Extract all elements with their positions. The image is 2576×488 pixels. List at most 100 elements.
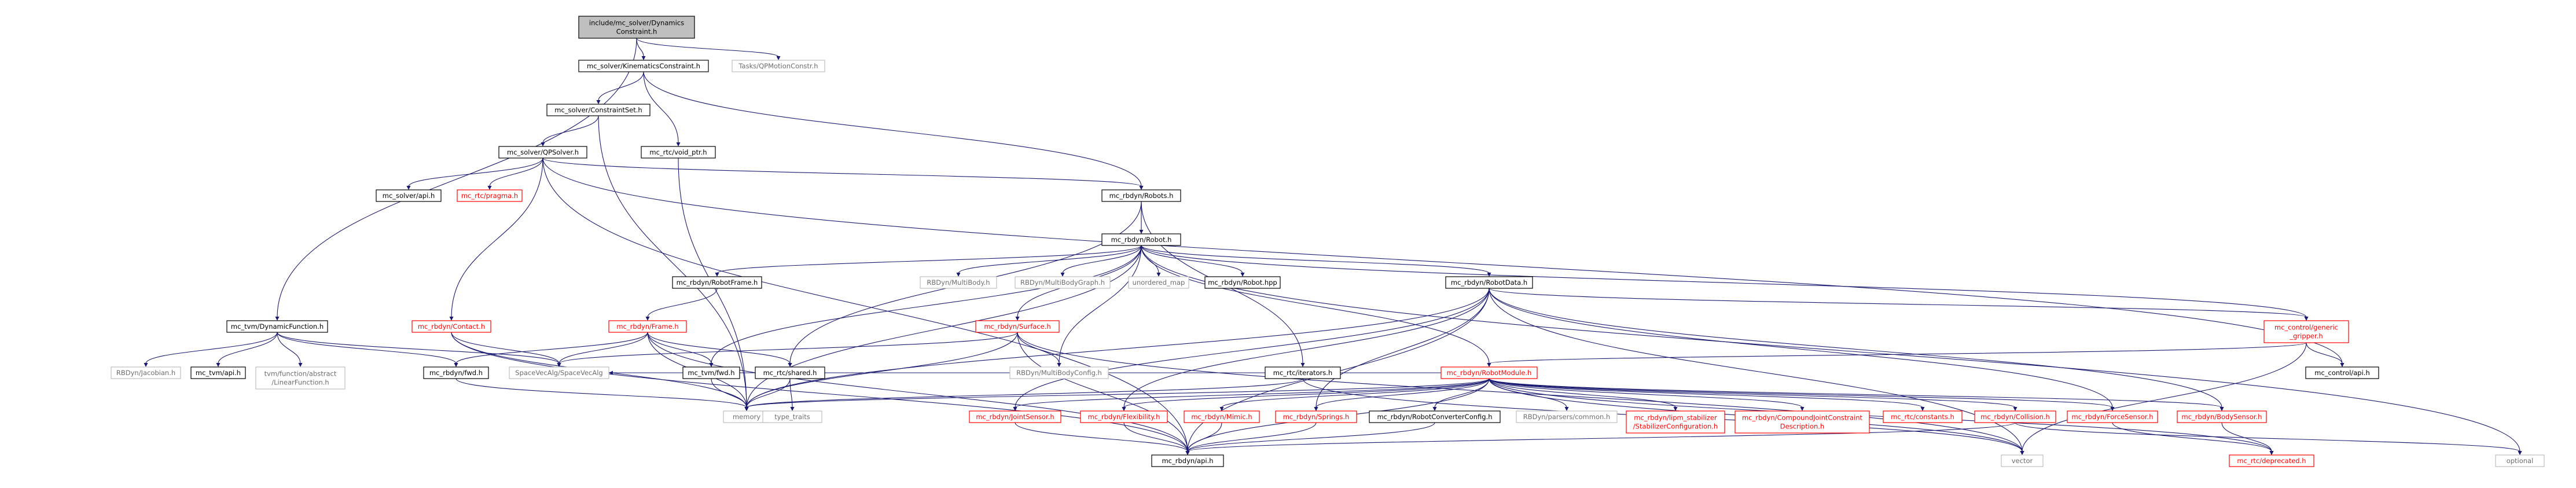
edge-dynfunc-to-rbdfwd [277, 332, 457, 364]
edge-jointsensor-to-rbdapi [1015, 422, 1188, 452]
node-box-gripper [2263, 320, 2349, 343]
arrowhead-robotmodule-to-lipm [1673, 407, 1678, 411]
node-forcesensor[interactable]: mc_rbdyn/ForceSensor.h [2067, 410, 2158, 423]
node-robot[interactable]: mc_rbdyn/Robot.h [1101, 233, 1181, 246]
node-cset[interactable]: mc_solver/ConstraintSet.h [546, 104, 651, 116]
arrowhead-cset-to-qps [541, 142, 545, 146]
node-box-robotmodule [1440, 366, 1538, 379]
node-label-cset-0: mc_solver/ConstraintSet.h [554, 106, 642, 114]
edge-kin-to-robots [643, 71, 1142, 187]
node-constants[interactable]: mc_rtc/constants.h [1883, 410, 1963, 423]
edge-shared-to-memory [746, 378, 791, 408]
node-mbgraph: RBDyn/MultiBodyGraph.h [1015, 276, 1111, 289]
edges-layer [144, 38, 2522, 455]
node-springs[interactable]: mc_rbdyn/Springs.h [1275, 410, 1357, 423]
node-box-tvmapi [190, 366, 246, 379]
arrowhead-robotframe-to-frame [645, 317, 650, 321]
arrowhead-root-to-dynfunc [275, 317, 280, 321]
edge-robot-to-multibody [958, 245, 1142, 274]
node-label-mimic-0: mc_rbdyn/Mimic.h [1191, 413, 1252, 421]
node-tvmapi[interactable]: mc_tvm/api.h [190, 366, 246, 379]
node-linfunc: tvm/function/abstract/LinearFunction.h [255, 366, 346, 390]
arrowhead-robotmodule-to-sva [609, 370, 613, 375]
node-box-surface [975, 320, 1060, 333]
arrowhead-robot-to-robothpp [1240, 273, 1245, 277]
node-solverapi[interactable]: mc_solver/api.h [376, 189, 442, 202]
node-label-robot-0: mc_rbdyn/Robot.h [1111, 236, 1172, 244]
node-robotmodule[interactable]: mc_rbdyn/RobotModule.h [1440, 366, 1538, 379]
node-compound[interactable]: mc_rbdyn/CompoundJointConstraintDescript… [1735, 410, 1870, 434]
node-mimic[interactable]: mc_rbdyn/Mimic.h [1184, 410, 1260, 423]
node-bodysensor[interactable]: mc_rbdyn/BodySensor.h [2177, 410, 2267, 423]
arrowhead-shared-to-typetraits [790, 407, 795, 411]
arrowhead-robotmodule-to-mimic [1219, 407, 1224, 411]
arrowhead-qps-to-solverapi [406, 186, 411, 190]
edge-tvmfwd-to-memory [711, 378, 747, 408]
node-contact[interactable]: mc_rbdyn/Contact.h [411, 320, 491, 333]
node-pragma[interactable]: mc_rtc/pragma.h [457, 189, 523, 202]
arrowhead-robotdata-to-gripper [2304, 317, 2309, 321]
node-label-pragma-0: mc_rtc/pragma.h [461, 192, 518, 200]
node-rbdapi[interactable]: mc_rbdyn/api.h [1151, 454, 1224, 467]
node-box-frame [608, 320, 687, 333]
node-box-dynfunc [226, 320, 328, 333]
node-label-jointsensor-0: mc_rbdyn/JointSensor.h [976, 413, 1054, 421]
node-qps[interactable]: mc_solver/QPSolver.h [498, 146, 587, 159]
node-label-root-0: include/mc_solver/Dynamics [589, 19, 684, 27]
node-label-optional-0: optional [2507, 457, 2534, 465]
edge-dynfunc-to-rbjac [145, 332, 278, 364]
node-label-lipm-1: /StabilizerConfiguration.h [1633, 423, 1718, 431]
node-robotdata[interactable]: mc_rbdyn/RobotData.h [1445, 276, 1533, 289]
node-rconv[interactable]: mc_rbdyn/RobotConverterConfig.h [1369, 410, 1501, 423]
node-shared[interactable]: mc_rtc/shared.h [755, 366, 825, 379]
arrowhead-robot-to-robotframe [715, 273, 719, 277]
node-label-collision-0: mc_rbdyn/Collision.h [1980, 413, 2050, 421]
node-robots[interactable]: mc_rbdyn/Robots.h [1101, 189, 1181, 202]
edge-qps-to-solverapi [408, 157, 543, 187]
node-jointsensor[interactable]: mc_rbdyn/JointSensor.h [969, 410, 1061, 423]
node-surface[interactable]: mc_rbdyn/Surface.h [975, 320, 1060, 333]
node-voidptr[interactable]: mc_rtc/void_ptr.h [641, 146, 716, 159]
node-box-sva [509, 366, 609, 379]
node-label-typetraits-0: type_traits [774, 413, 810, 421]
edge-collision-to-rbdapi [1187, 422, 2016, 452]
node-kin[interactable]: mc_solver/KinematicsConstraint.h [578, 60, 709, 72]
node-collision[interactable]: mc_rbdyn/Collision.h [1974, 410, 2056, 423]
node-rbjac: RBDyn/Jacobian.h [111, 366, 181, 379]
node-gripper[interactable]: mc_control/generic_gripper.h [2263, 320, 2349, 343]
arrowhead-robot-to-surface [1015, 317, 1020, 321]
node-label-gripper-0: mc_control/generic [2274, 324, 2338, 332]
arrowhead-frame-to-shared [788, 363, 792, 367]
edge-robotframe-to-frame [647, 288, 718, 318]
node-robothpp[interactable]: mc_rbdyn/Robot.hpp [1204, 276, 1281, 289]
node-dynfunc[interactable]: mc_tvm/DynamicFunction.h [226, 320, 328, 333]
edge-root-to-dynfunc [277, 38, 637, 318]
node-label-deprecated-0: mc_rtc/deprecated.h [2237, 457, 2306, 465]
node-label-linfunc-0: tvm/function/abstract [264, 370, 337, 378]
node-label-gripper-1: _gripper.h [2289, 332, 2323, 340]
node-iterators[interactable]: mc_rtc/iterators.h [1265, 366, 1341, 379]
node-box-multibody [920, 276, 997, 289]
edge-robotmodule-to-lipm [1489, 378, 1676, 408]
edge-surface-to-sva [558, 332, 1018, 364]
node-label-multibody-0: RBDyn/MultiBody.h [927, 278, 990, 287]
node-box-deprecated [2229, 454, 2314, 467]
edge-robotmodule-to-forcesensor [1489, 378, 2113, 408]
arrowhead-dynfunc-to-rbjac [144, 363, 148, 367]
edge-rconv-to-rbdapi [1187, 422, 1435, 452]
node-controlapi[interactable]: mc_control/api.h [2305, 366, 2379, 379]
node-tvmfwd[interactable]: mc_tvm/fwd.h [682, 366, 740, 379]
edge-surface-to-mbconfig [1017, 332, 1060, 364]
arrowhead-frame-to-rbdfwd [454, 363, 458, 367]
edge-robotdata-to-flex [1123, 288, 1490, 408]
node-flex[interactable]: mc_rbdyn/Flexibility.h [1080, 410, 1168, 423]
node-box-qps [498, 146, 587, 159]
node-label-contact-0: mc_rbdyn/Contact.h [418, 322, 485, 331]
node-rbdfwd[interactable]: mc_rbdyn/fwd.h [423, 366, 489, 379]
node-deprecated[interactable]: mc_rtc/deprecated.h [2229, 454, 2314, 467]
node-label-shared-0: mc_rtc/shared.h [763, 369, 817, 377]
node-lipm[interactable]: mc_rbdyn/lipm_stabilizer/StabilizerConfi… [1626, 410, 1725, 434]
node-box-voidptr [641, 146, 716, 159]
node-frame[interactable]: mc_rbdyn/Frame.h [608, 320, 687, 333]
node-robotframe[interactable]: mc_rbdyn/RobotFrame.h [672, 276, 762, 289]
